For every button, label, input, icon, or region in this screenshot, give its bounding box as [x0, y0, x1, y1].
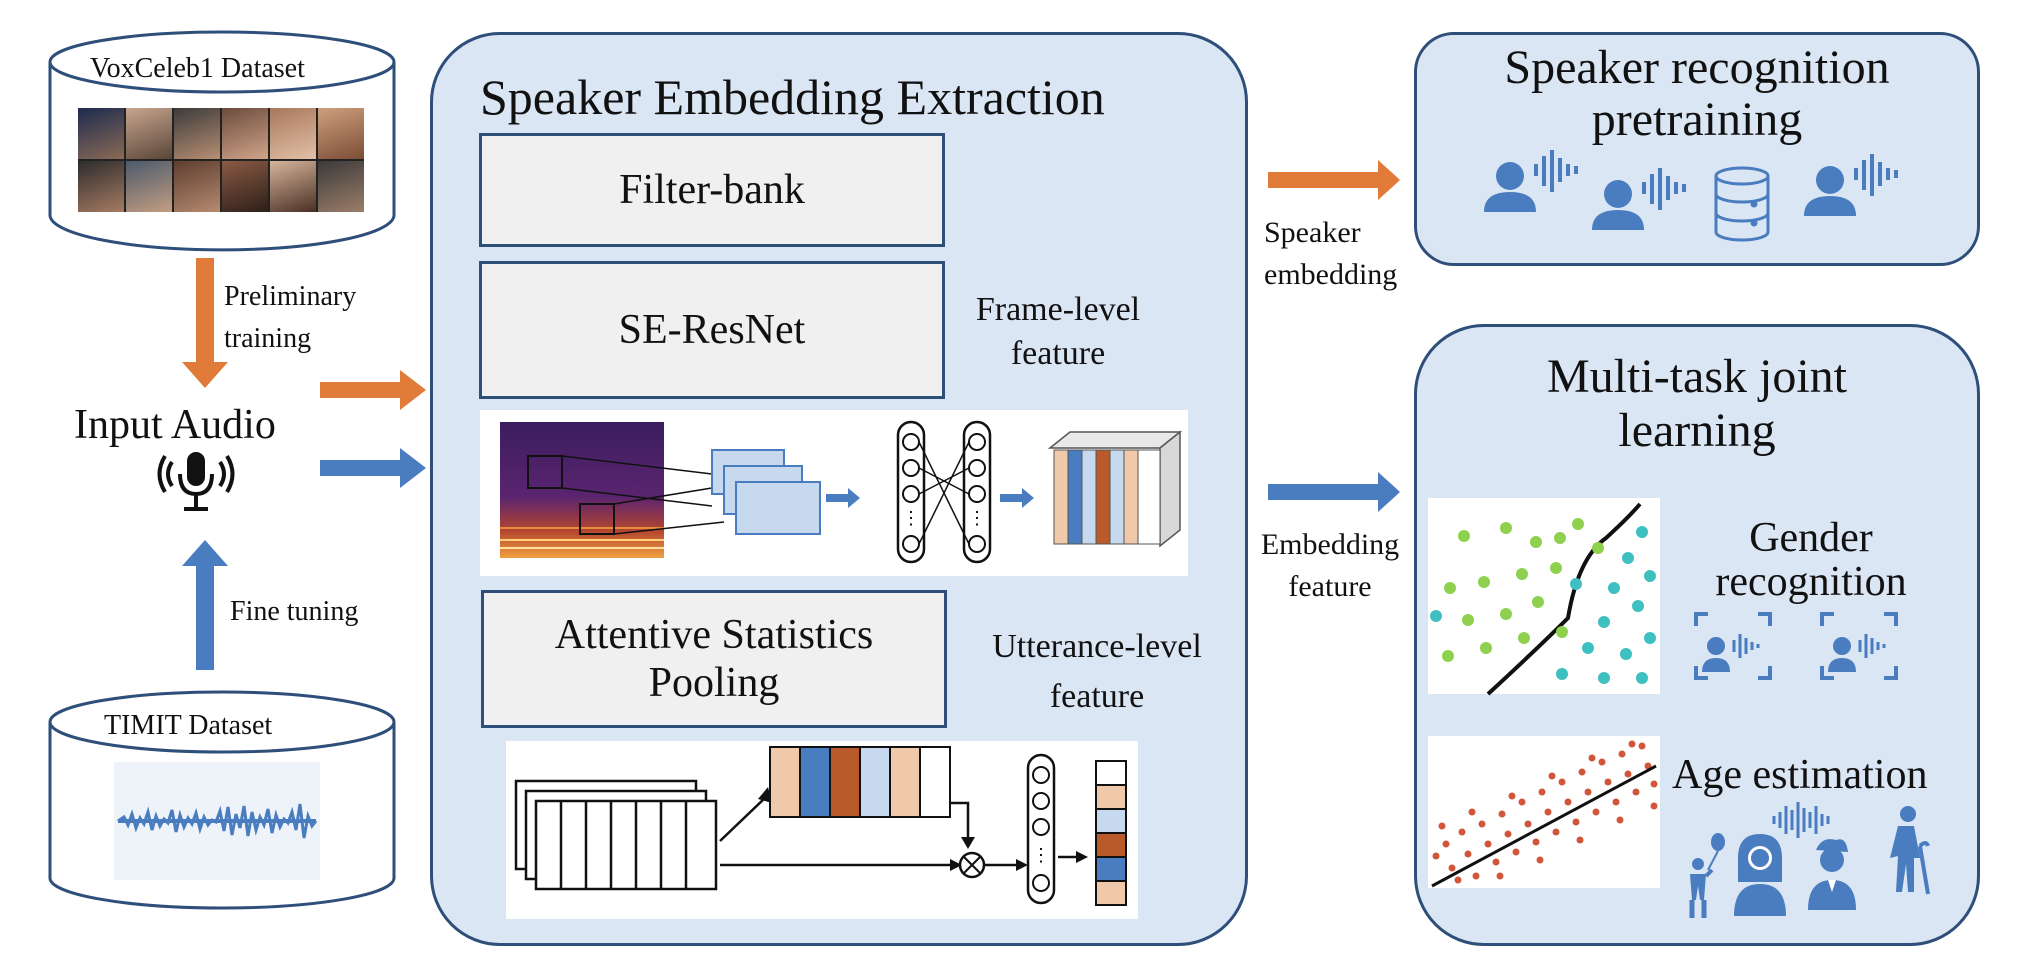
se-resnet-label: SE-ResNet — [618, 306, 806, 353]
attentive-pooling-diagram: ⋮ — [514, 746, 1127, 906]
pooling-box: Attentive Statistics Pooling — [481, 590, 947, 728]
man-icon — [1808, 839, 1856, 910]
filter-bank-box: Filter-bank — [479, 133, 945, 247]
voxceleb-faces-image — [78, 108, 364, 212]
gender-recognition-label: Gender recognition — [1715, 515, 1907, 605]
age-regression-diagram — [1431, 740, 1658, 888]
child-icon — [1689, 833, 1725, 918]
se-resnet-box: SE-ResNet — [479, 261, 945, 399]
timit-label: TIMIT Dataset — [104, 710, 273, 741]
speaker-embedding-label: Speaker embedding — [1264, 216, 1398, 291]
database-icon — [1714, 166, 1770, 242]
filter-bank-label: Filter-bank — [619, 166, 805, 213]
elderly-person-icon — [1890, 806, 1930, 895]
pretraining-title: Speaker recognition pretraining — [1504, 41, 1890, 146]
utterance-level-feature-label: Utterance-level feature — [992, 628, 1202, 715]
multitask-title: Multi-task joint learning — [1547, 350, 1847, 457]
age-scatter-plot — [1428, 736, 1660, 888]
svg-text:⋮: ⋮ — [1032, 845, 1050, 865]
speaking-person-icon-3 — [1804, 154, 1898, 216]
pretraining-icons — [1484, 150, 1898, 242]
preliminary-training-label: Preliminary training — [224, 281, 357, 354]
voxceleb-label: VoxCeleb1 Dataset — [90, 53, 305, 84]
age-icons — [1689, 802, 1930, 918]
input-audio-label: Input Audio — [74, 402, 276, 448]
soundwave-icon — [1772, 802, 1830, 838]
speaking-person-icon — [1484, 150, 1578, 212]
fine-tuning-label: Fine tuning — [230, 596, 359, 627]
svg-text:⋮: ⋮ — [902, 508, 920, 528]
age-estimation-label: Age estimation — [1672, 752, 1928, 798]
pretraining-panel — [1414, 32, 1980, 266]
face-scan-icon-2 — [1820, 612, 1898, 680]
frame-level-feature-label: Frame-level feature — [975, 291, 1141, 372]
pooling-label-line1: Attentive Statistics — [554, 611, 874, 658]
svg-text:⋮: ⋮ — [968, 508, 986, 528]
face-scan-icon — [1694, 612, 1772, 680]
woman-icon — [1734, 834, 1786, 916]
pooling-label-line2: Pooling — [648, 660, 780, 706]
embedding-feature-label: Embedding feature — [1260, 528, 1400, 603]
gender-icons — [1694, 612, 1898, 680]
frame-level-network-diagram: ⋮ ⋮ — [500, 420, 1183, 564]
extraction-title: Speaker Embedding Extraction — [480, 69, 1105, 125]
waveform-image — [114, 762, 320, 880]
gender-scatter-diagram — [1430, 502, 1656, 696]
speaking-person-icon-2 — [1592, 168, 1686, 230]
microphone-icon — [157, 452, 235, 511]
